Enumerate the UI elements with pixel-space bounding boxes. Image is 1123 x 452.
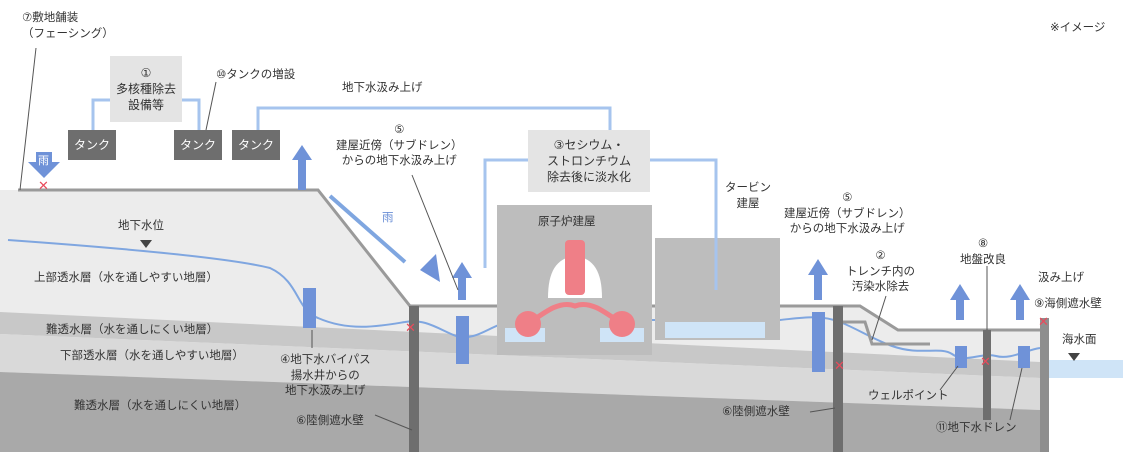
stop-mark-wall-left: ✕ bbox=[405, 321, 416, 336]
torus-right bbox=[609, 311, 635, 337]
aquitard-lower-band bbox=[0, 372, 1040, 452]
ground-improvement-pile bbox=[983, 330, 991, 420]
gw-level-label: 地下水位 bbox=[118, 218, 164, 232]
pipe-return-to-tank bbox=[256, 106, 612, 130]
land-side-wall-right bbox=[833, 306, 843, 452]
wellpoint-well bbox=[955, 346, 967, 368]
stop-mark-rain: ✕ bbox=[38, 179, 49, 194]
leader-land-wall-left bbox=[374, 414, 413, 431]
groundwater-level-curve bbox=[7, 239, 1041, 359]
leader-subdrain-left bbox=[411, 174, 459, 291]
aquitard-2-label: 難透水層（水を通しにくい地層） bbox=[74, 398, 247, 412]
rain-label: 雨 bbox=[38, 154, 49, 167]
image-note: ※イメージ bbox=[1050, 20, 1106, 34]
tank-3: タンク bbox=[232, 130, 280, 160]
subdrain-well-right bbox=[812, 312, 825, 372]
leader-wellpoint bbox=[939, 365, 959, 391]
leader-trench bbox=[871, 295, 887, 341]
sea-water bbox=[1040, 360, 1123, 378]
lower-aquifer-label: 下部透水層（水を通しやすい地層） bbox=[60, 348, 244, 362]
tank-1: タンク bbox=[68, 130, 116, 160]
aquitard-1-label: 難透水層（水を通しにくい地層） bbox=[46, 322, 219, 336]
gw-pump-up-label: 地下水汲み上げ bbox=[342, 80, 423, 94]
reactor-label: 原子炉建屋 bbox=[538, 214, 596, 228]
pump-up-label: 汲み上げ bbox=[1038, 270, 1084, 284]
upper-aquifer-label: 上部透水層（水を通しやすい地層） bbox=[34, 270, 218, 284]
pipe-alps-to-tank bbox=[182, 98, 201, 130]
rain-arrow bbox=[28, 152, 60, 178]
gw-drain-label: ⑪地下水ドレン bbox=[936, 420, 1017, 434]
turbine-label: タービン建屋 bbox=[725, 180, 771, 210]
bypass-well bbox=[303, 288, 316, 328]
reactor-vessel bbox=[565, 240, 585, 295]
tank-2: タンク bbox=[174, 130, 222, 160]
subdrain-up-arrow-left bbox=[452, 262, 472, 300]
ground-pump-arrow-b bbox=[1010, 284, 1030, 320]
slope-down-arrow bbox=[420, 254, 440, 282]
leader-paving bbox=[19, 47, 37, 191]
cesium-box: ③セシウム・ストロンチウム除去後に淡水化 bbox=[528, 130, 650, 192]
sea-wall-label: ⑨海側遮水壁 bbox=[1034, 296, 1102, 310]
subdrain-up-arrow-right bbox=[808, 259, 828, 300]
pipe-tank-to-alps bbox=[91, 98, 110, 130]
stop-mark-wall-right: ✕ bbox=[834, 359, 845, 374]
lower-aquifer-band bbox=[0, 334, 1040, 410]
trench bbox=[843, 320, 930, 346]
land-wall-left-label: ⑥陸側遮水壁 bbox=[296, 413, 364, 427]
contaminated-water-pipes bbox=[526, 302, 624, 327]
sea-level-marker bbox=[1068, 353, 1080, 361]
sea-wall-pile bbox=[1040, 318, 1049, 452]
turbine-basement-water bbox=[665, 322, 765, 338]
paving-label: ⑦敷地舗装（フェーシング） bbox=[22, 10, 114, 40]
stop-mark-ground: ✕ bbox=[980, 355, 991, 370]
land-side-wall-left bbox=[409, 306, 419, 452]
stop-mark-seawall: ✕ bbox=[1038, 315, 1049, 330]
gw-pump-up-arrow bbox=[292, 145, 312, 190]
ground-pump-arrow-a bbox=[950, 284, 970, 320]
pipe-reactor-to-cs bbox=[483, 158, 528, 268]
leader-tank-add bbox=[205, 81, 217, 131]
pipe-cs-to-turbine bbox=[650, 158, 718, 290]
leader-land-wall-right bbox=[809, 407, 836, 413]
groundwater-drain-well bbox=[1018, 346, 1030, 368]
slope-rain-label: 雨 bbox=[382, 210, 394, 224]
sea-level-label: 海水面 bbox=[1062, 332, 1097, 346]
land-wall-right-label: ⑥陸側遮水壁 bbox=[722, 404, 790, 418]
wellpoint-label: ウェルポイント bbox=[868, 388, 949, 402]
torus-left bbox=[515, 311, 541, 337]
groundwater-level-marker bbox=[140, 240, 152, 248]
tank-add-label: ⑩タンクの増設 bbox=[216, 67, 296, 81]
subdrain-well-left bbox=[456, 316, 469, 364]
bypass-label: ④地下水バイパス揚水井からの地下水汲み上げ bbox=[280, 352, 371, 398]
leader-drain bbox=[1009, 367, 1023, 421]
slope-rain-arrow bbox=[328, 194, 407, 264]
